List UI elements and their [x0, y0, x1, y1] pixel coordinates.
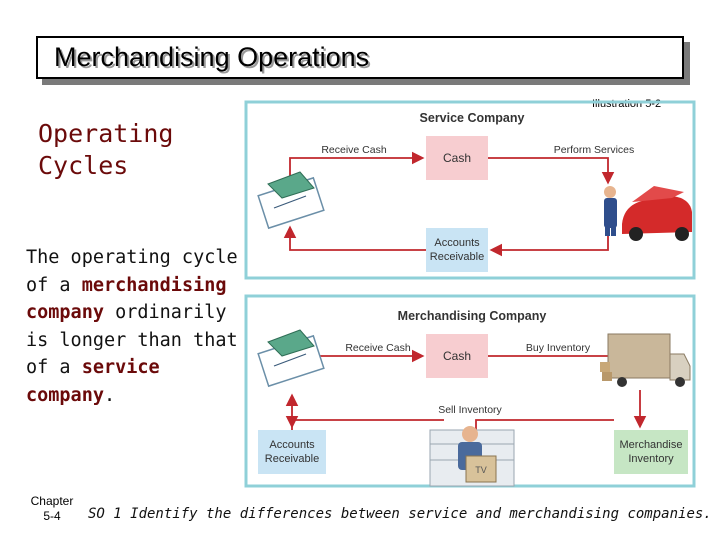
merch-heading: Merchandising Company — [398, 309, 547, 323]
svg-text:TV: TV — [475, 465, 487, 475]
chapter-indicator: Chapter 5-4 — [30, 494, 74, 524]
operating-cycle-diagram: Service Company Cash Accounts Receivable… — [244, 100, 696, 488]
service-cash-box — [426, 136, 488, 180]
delivery-truck-icon — [600, 333, 691, 387]
body-highlight-service: service company — [26, 357, 160, 406]
salesperson-boxes-icon: TV — [429, 426, 515, 487]
service-ar-box — [426, 228, 488, 272]
merch-ar-label-1: Accounts — [269, 439, 315, 451]
chapter-label: Chapter — [30, 494, 74, 508]
service-heading: Service Company — [420, 111, 525, 125]
merch-cash-box — [426, 334, 488, 378]
chapter-number: 5-4 — [43, 509, 61, 523]
merch-cash-label: Cash — [443, 349, 471, 363]
subtitle-line-2: Cycles — [38, 151, 129, 180]
merch-ar-box — [258, 430, 326, 474]
body-text-3: . — [103, 384, 116, 406]
subtitle: Operating Cycles — [38, 118, 173, 182]
body-text-1: The operating cycle of a — [26, 247, 238, 296]
service-frame — [244, 100, 696, 280]
merch-inventory-box — [614, 430, 688, 474]
body-text-2: ordinarily is longer than that of a — [26, 302, 238, 378]
merch-arrow-sell-to-ar — [285, 415, 444, 429]
merchandising-company-panel: Merchandising Company Cash Accounts Rece… — [244, 294, 696, 488]
service-receive-cash-label: Receive Cash — [321, 144, 387, 156]
service-ar-label-1: Accounts — [434, 237, 480, 249]
service-arrow-services-to-ar — [489, 234, 609, 257]
service-company-panel: Service Company Cash Accounts Receivable… — [244, 100, 696, 280]
subtitle-line-1: Operating — [38, 119, 174, 148]
body-paragraph: The operating cycle of a merchandising c… — [26, 244, 240, 409]
mechanic-car-icon — [604, 186, 692, 241]
merch-inventory-label-1: Merchandise — [620, 439, 683, 451]
service-cash-label: Cash — [443, 151, 471, 165]
title-box: Merchandising Operations — [36, 36, 684, 79]
slide-title: Merchandising Operations — [54, 42, 370, 72]
body-highlight-merchandising: merchandising company — [26, 274, 227, 324]
mail-cash-icon-2 — [257, 329, 325, 388]
merch-inventory-label-2: Inventory — [628, 453, 674, 465]
service-arrow-cash-to-services — [488, 157, 615, 185]
merch-sell-inventory-label: Sell Inventory — [438, 404, 502, 416]
service-arrow-ar-to-receive — [283, 225, 426, 251]
merch-ar-label-2: Receivable — [265, 453, 319, 465]
merch-receive-cash-label: Receive Cash — [345, 342, 411, 354]
study-objective: SO 1 Identify the differences between se… — [88, 506, 712, 522]
merch-arrow-inventory-to-sell — [475, 419, 614, 430]
merch-buy-inventory-label: Buy Inventory — [526, 342, 591, 354]
service-perform-services-label: Perform Services — [554, 144, 635, 156]
service-ar-label-2: Receivable — [430, 251, 484, 263]
mail-cash-icon — [257, 171, 325, 230]
service-arrow-receive-to-cash — [289, 151, 425, 180]
